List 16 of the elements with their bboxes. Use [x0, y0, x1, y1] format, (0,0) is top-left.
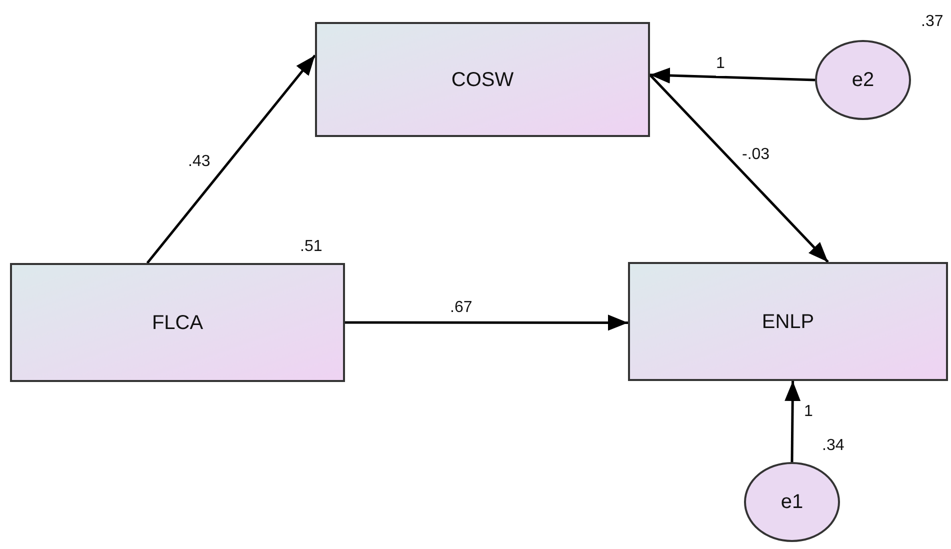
node-label: e2	[852, 68, 874, 93]
variable-box	[315, 22, 650, 137]
node-label: e1	[780, 490, 804, 515]
arrow	[345, 314, 628, 331]
arrow	[649, 74, 829, 263]
node-label: FLCA	[152, 310, 204, 336]
arrow	[146, 54, 316, 264]
variance-value: .51	[300, 237, 322, 257]
arrow	[784, 380, 801, 462]
node-label: ENLP	[762, 310, 814, 334]
variable-box	[10, 263, 345, 382]
arrow	[650, 68, 816, 84]
variance-value: .37	[921, 12, 944, 32]
variable-box	[628, 262, 948, 381]
node-label: COSW	[451, 68, 514, 92]
variance-value: .34	[822, 436, 844, 456]
